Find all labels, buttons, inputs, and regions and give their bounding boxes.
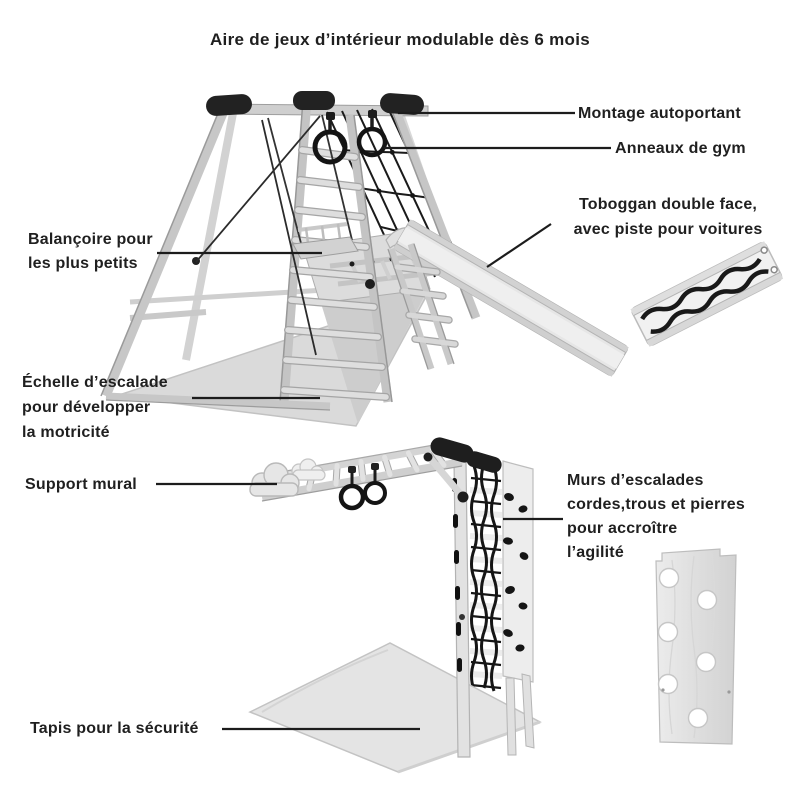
label-anneaux-de-gym: Anneaux de gym: [615, 140, 746, 157]
climbing-ladder: [279, 99, 393, 403]
page-title: Aire de jeux d’intérieur modulable dès 6…: [209, 30, 591, 49]
label-murs-escalades: Murs d’escalades cordes,trous et pierres…: [567, 472, 745, 561]
label-balancoire: Balançoire pour les plus petits: [28, 231, 153, 272]
gym-rings-wall: [338, 463, 387, 511]
leader-toboggan: [486, 223, 552, 268]
safety-mat: [248, 642, 542, 774]
wall-playset-figure: [248, 437, 542, 774]
label-toboggan: Toboggan double face, avec piste pour vo…: [573, 196, 763, 238]
small-ladder: [365, 242, 459, 371]
label-tapis-securite: Tapis pour la sécurité: [30, 720, 199, 737]
vertical-net: [470, 463, 502, 692]
freestanding-playset-figure: [100, 91, 629, 427]
climbing-holds: [503, 493, 529, 652]
slide-detail-figure: [630, 241, 784, 347]
label-support-mural: Support mural: [25, 476, 137, 493]
label-montage-autoportant: Montage autoportant: [578, 105, 741, 122]
label-echelle-escalade: Échelle d’escalade pour développer la mo…: [22, 374, 168, 441]
climbing-board-detail-figure: [655, 548, 737, 745]
gym-rings: [312, 110, 388, 165]
leader-lines: [156, 111, 611, 731]
slide: [385, 219, 629, 377]
